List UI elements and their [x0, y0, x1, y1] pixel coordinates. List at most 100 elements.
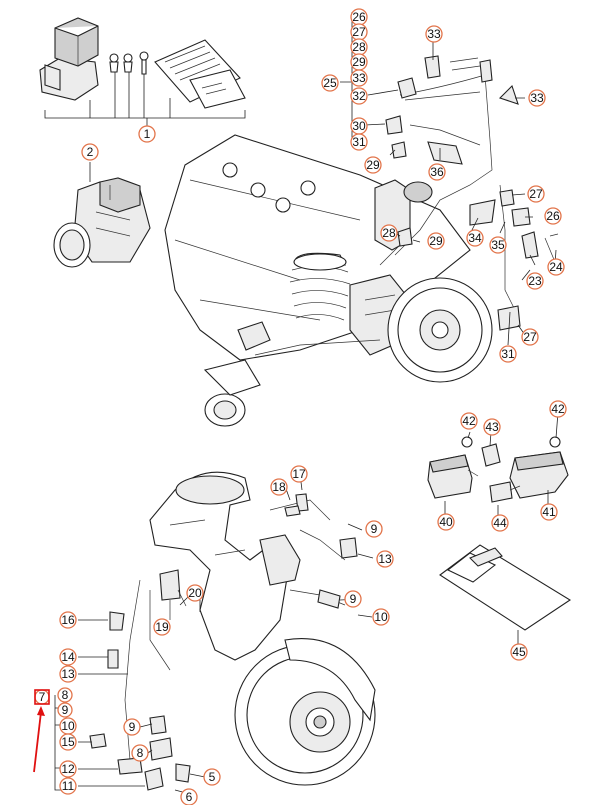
callout-26-top-label: 26: [352, 10, 366, 24]
callout-9-upper: 9: [365, 520, 383, 538]
callout-14-label: 14: [61, 650, 75, 664]
sensor-harness-illustration: [351, 12, 559, 331]
callout-2: 2: [81, 143, 99, 161]
callout-9-mid-label: 9: [350, 592, 357, 606]
callout-41: 41: [540, 503, 558, 521]
callout-28-mid-label: 28: [382, 226, 396, 240]
callout-20: 20: [186, 584, 204, 602]
callout-16: 16: [59, 611, 77, 629]
callout-40-label: 40: [439, 515, 453, 529]
callout-1: 1: [138, 125, 156, 143]
callout-36-label: 36: [430, 165, 444, 179]
callout-33-top-left: 33: [350, 69, 368, 87]
callout-13-left-label: 13: [61, 667, 75, 681]
abs-unit-illustration: [53, 162, 151, 268]
callout-27-lower-label: 27: [523, 330, 537, 344]
callout-11: 11: [59, 777, 77, 795]
callout-16-label: 16: [61, 613, 75, 627]
callout-42-left-label: 42: [462, 414, 476, 428]
callout-31-top: 31: [350, 133, 368, 151]
callout-32-label: 32: [352, 89, 366, 103]
callout-30-label: 30: [352, 119, 366, 133]
callout-27-top: 27: [350, 23, 368, 41]
callout-2-label: 2: [87, 145, 94, 159]
callout-7-label: 7: [39, 690, 46, 704]
callout-14: 14: [59, 648, 77, 666]
callout-34: 34: [466, 229, 484, 247]
callout-45-label: 45: [512, 645, 526, 659]
callout-17-label: 17: [292, 467, 306, 481]
callout-25: 25: [321, 74, 339, 92]
callout-27-right-label: 27: [529, 187, 543, 201]
callout-33-top-left-label: 33: [352, 71, 366, 85]
callout-30: 30: [350, 117, 368, 135]
callout-10-left: 10: [59, 717, 77, 735]
callout-5: 5: [203, 768, 221, 786]
callout-11-label: 11: [62, 779, 75, 793]
callout-35-label: 35: [491, 238, 505, 252]
callout-24-label: 24: [549, 260, 563, 274]
callout-8-left: 8: [57, 687, 73, 703]
callout-42-right: 42: [549, 400, 567, 418]
callout-6: 6: [180, 788, 198, 805]
callout-10-left-label: 10: [61, 719, 75, 733]
callout-6-label: 6: [186, 790, 193, 804]
callout-18: 18: [270, 478, 288, 496]
callout-45: 45: [510, 643, 528, 661]
callout-9-lower-label: 9: [129, 720, 136, 734]
callout-15: 15: [59, 733, 77, 751]
callout-9-left-label: 9: [62, 703, 69, 717]
callout-15-label: 15: [61, 735, 75, 749]
callout-41-label: 41: [542, 505, 556, 519]
callout-43-label: 43: [485, 420, 499, 434]
callout-13-left: 13: [59, 665, 77, 683]
callout-13-right-label: 13: [378, 552, 392, 566]
callout-44: 44: [491, 514, 509, 532]
callout-26-right: 26: [544, 207, 562, 225]
callout-17: 17: [290, 465, 308, 483]
callout-36: 36: [428, 163, 446, 181]
callout-19: 19: [153, 618, 171, 636]
callout-9-mid: 9: [344, 590, 362, 608]
highlight-box: [34, 689, 50, 705]
callouts: 1 2 26 27 28 29 33 25 32 30 31 29 33 33 …: [34, 8, 567, 805]
callout-23-label: 23: [528, 274, 542, 288]
callout-33-right-label: 33: [530, 91, 544, 105]
callout-10-right: 10: [372, 608, 390, 626]
callout-5-label: 5: [209, 770, 216, 784]
callout-8-left-label: 8: [62, 688, 69, 702]
callout-35: 35: [489, 236, 507, 254]
callout-42-right-label: 42: [551, 402, 565, 416]
callout-9-left: 9: [57, 702, 73, 718]
callout-29-top: 29: [350, 53, 368, 71]
callout-26-top: 26: [350, 8, 368, 26]
callout-10-right-label: 10: [374, 610, 388, 624]
callout-31-top-label: 31: [352, 135, 366, 149]
callout-31-lower: 31: [499, 345, 517, 363]
callout-43: 43: [483, 418, 501, 436]
callout-29-mid: 29: [364, 156, 382, 174]
callout-33-upper: 33: [425, 25, 443, 43]
callout-9-upper-label: 9: [371, 522, 378, 536]
callout-23: 23: [526, 272, 544, 290]
callout-25-label: 25: [323, 76, 337, 90]
callout-13-right: 13: [376, 550, 394, 568]
callout-28-mid: 28: [380, 224, 398, 242]
ride-height-sensors-illustration: [427, 436, 572, 631]
callout-27-right: 27: [527, 185, 545, 203]
callout-33-upper-label: 33: [427, 27, 441, 41]
callout-32: 32: [350, 87, 368, 105]
callout-34-label: 34: [468, 231, 482, 245]
abs-kit-illustration: [39, 17, 246, 130]
callout-8-lower: 8: [131, 744, 149, 762]
callout-12-label: 12: [61, 762, 75, 776]
callout-8-lower-label: 8: [137, 746, 144, 760]
red-arrow-icon: [33, 706, 45, 773]
callout-29-lower: 29: [427, 232, 445, 250]
callout-7: 7: [34, 689, 50, 705]
callout-26-right-label: 26: [546, 209, 560, 223]
callout-40: 40: [437, 513, 455, 531]
callout-1-label: 1: [144, 127, 151, 141]
callout-42-left: 42: [460, 412, 478, 430]
callout-27-lower: 27: [521, 328, 539, 346]
